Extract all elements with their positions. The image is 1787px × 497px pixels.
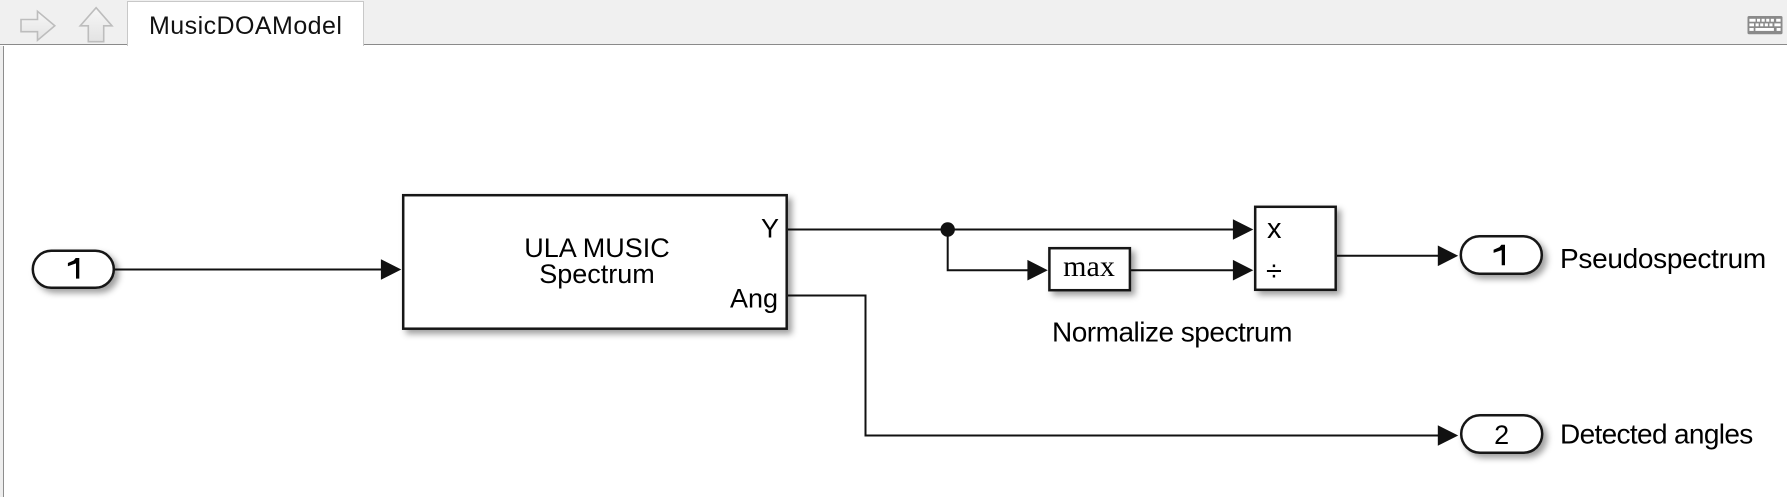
- svg-text:ULA MUSIC: ULA MUSIC: [524, 233, 670, 263]
- svg-text:x: x: [1267, 213, 1282, 245]
- svg-text:Pseudospectrum: Pseudospectrum: [1560, 243, 1766, 274]
- svg-text:Ang: Ang: [730, 284, 778, 314]
- svg-text:÷: ÷: [1266, 255, 1282, 287]
- svg-text:Normalize spectrum: Normalize spectrum: [1052, 316, 1292, 347]
- svg-text:Y: Y: [761, 213, 779, 243]
- svg-text:2: 2: [1494, 420, 1509, 450]
- svg-text:Spectrum: Spectrum: [539, 259, 655, 289]
- svg-text:Detected angles: Detected angles: [1560, 418, 1753, 449]
- svg-text:max: max: [1063, 250, 1115, 283]
